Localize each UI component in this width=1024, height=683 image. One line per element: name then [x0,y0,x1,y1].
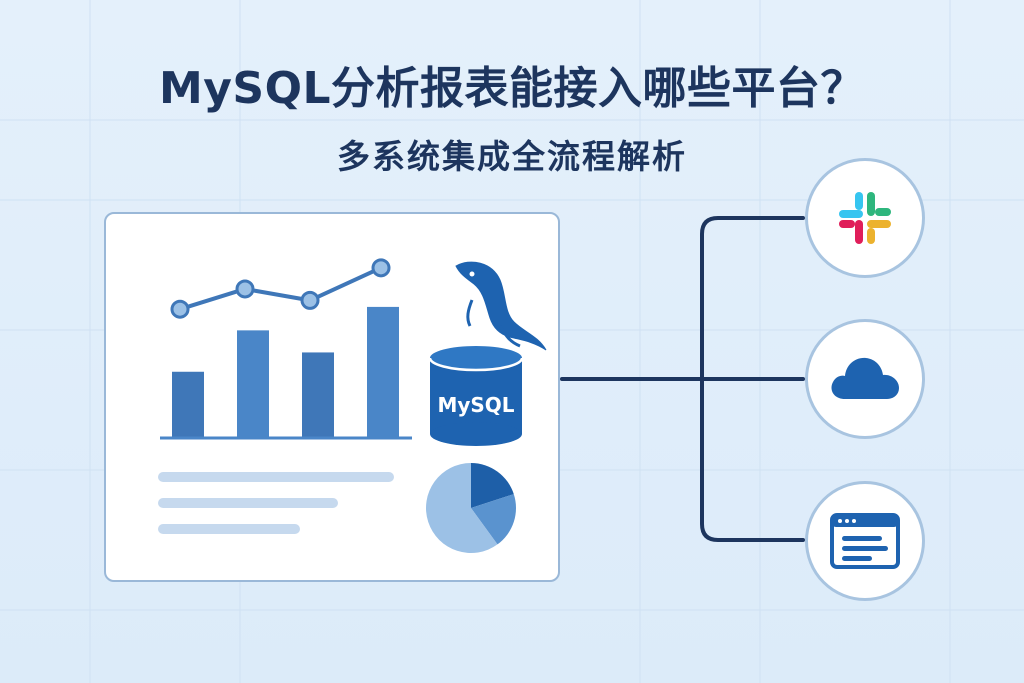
report-pie-slice [471,494,516,545]
cloud-icon [831,357,899,399]
report-trend-point [371,258,391,278]
report-trend-line [179,266,382,312]
report-trend-point [235,279,255,299]
platform-slack [805,158,925,278]
report-text-line [158,524,300,534]
report-pie-slice [426,463,498,553]
report-text-lines [158,472,394,534]
report-bar [367,306,399,438]
report-pie-chart [426,463,516,553]
report-text-line [158,472,394,482]
page-subtitle: 多系统集成全流程解析 [337,137,687,176]
report-trend-point [170,299,190,319]
report-bars [172,306,399,438]
database-label: MySQL [437,393,514,417]
platform-cloud [805,319,925,439]
report-text-line [158,498,338,508]
mysql-dolphin-icon [455,261,547,351]
slack-icon [839,192,891,244]
browser-window-icon [830,513,900,569]
report-bar [237,330,269,438]
report-bar [172,371,204,438]
report-pie-slice [471,463,514,508]
page-title: MySQL分析报表能接入哪些平台？ [158,63,866,114]
platform-web [805,481,925,601]
report-bar [302,352,334,438]
mysql-database-icon: MySQL [428,346,524,446]
report-trend-points [170,258,391,319]
report-trend-point [300,290,320,310]
connector-lines [560,216,805,542]
